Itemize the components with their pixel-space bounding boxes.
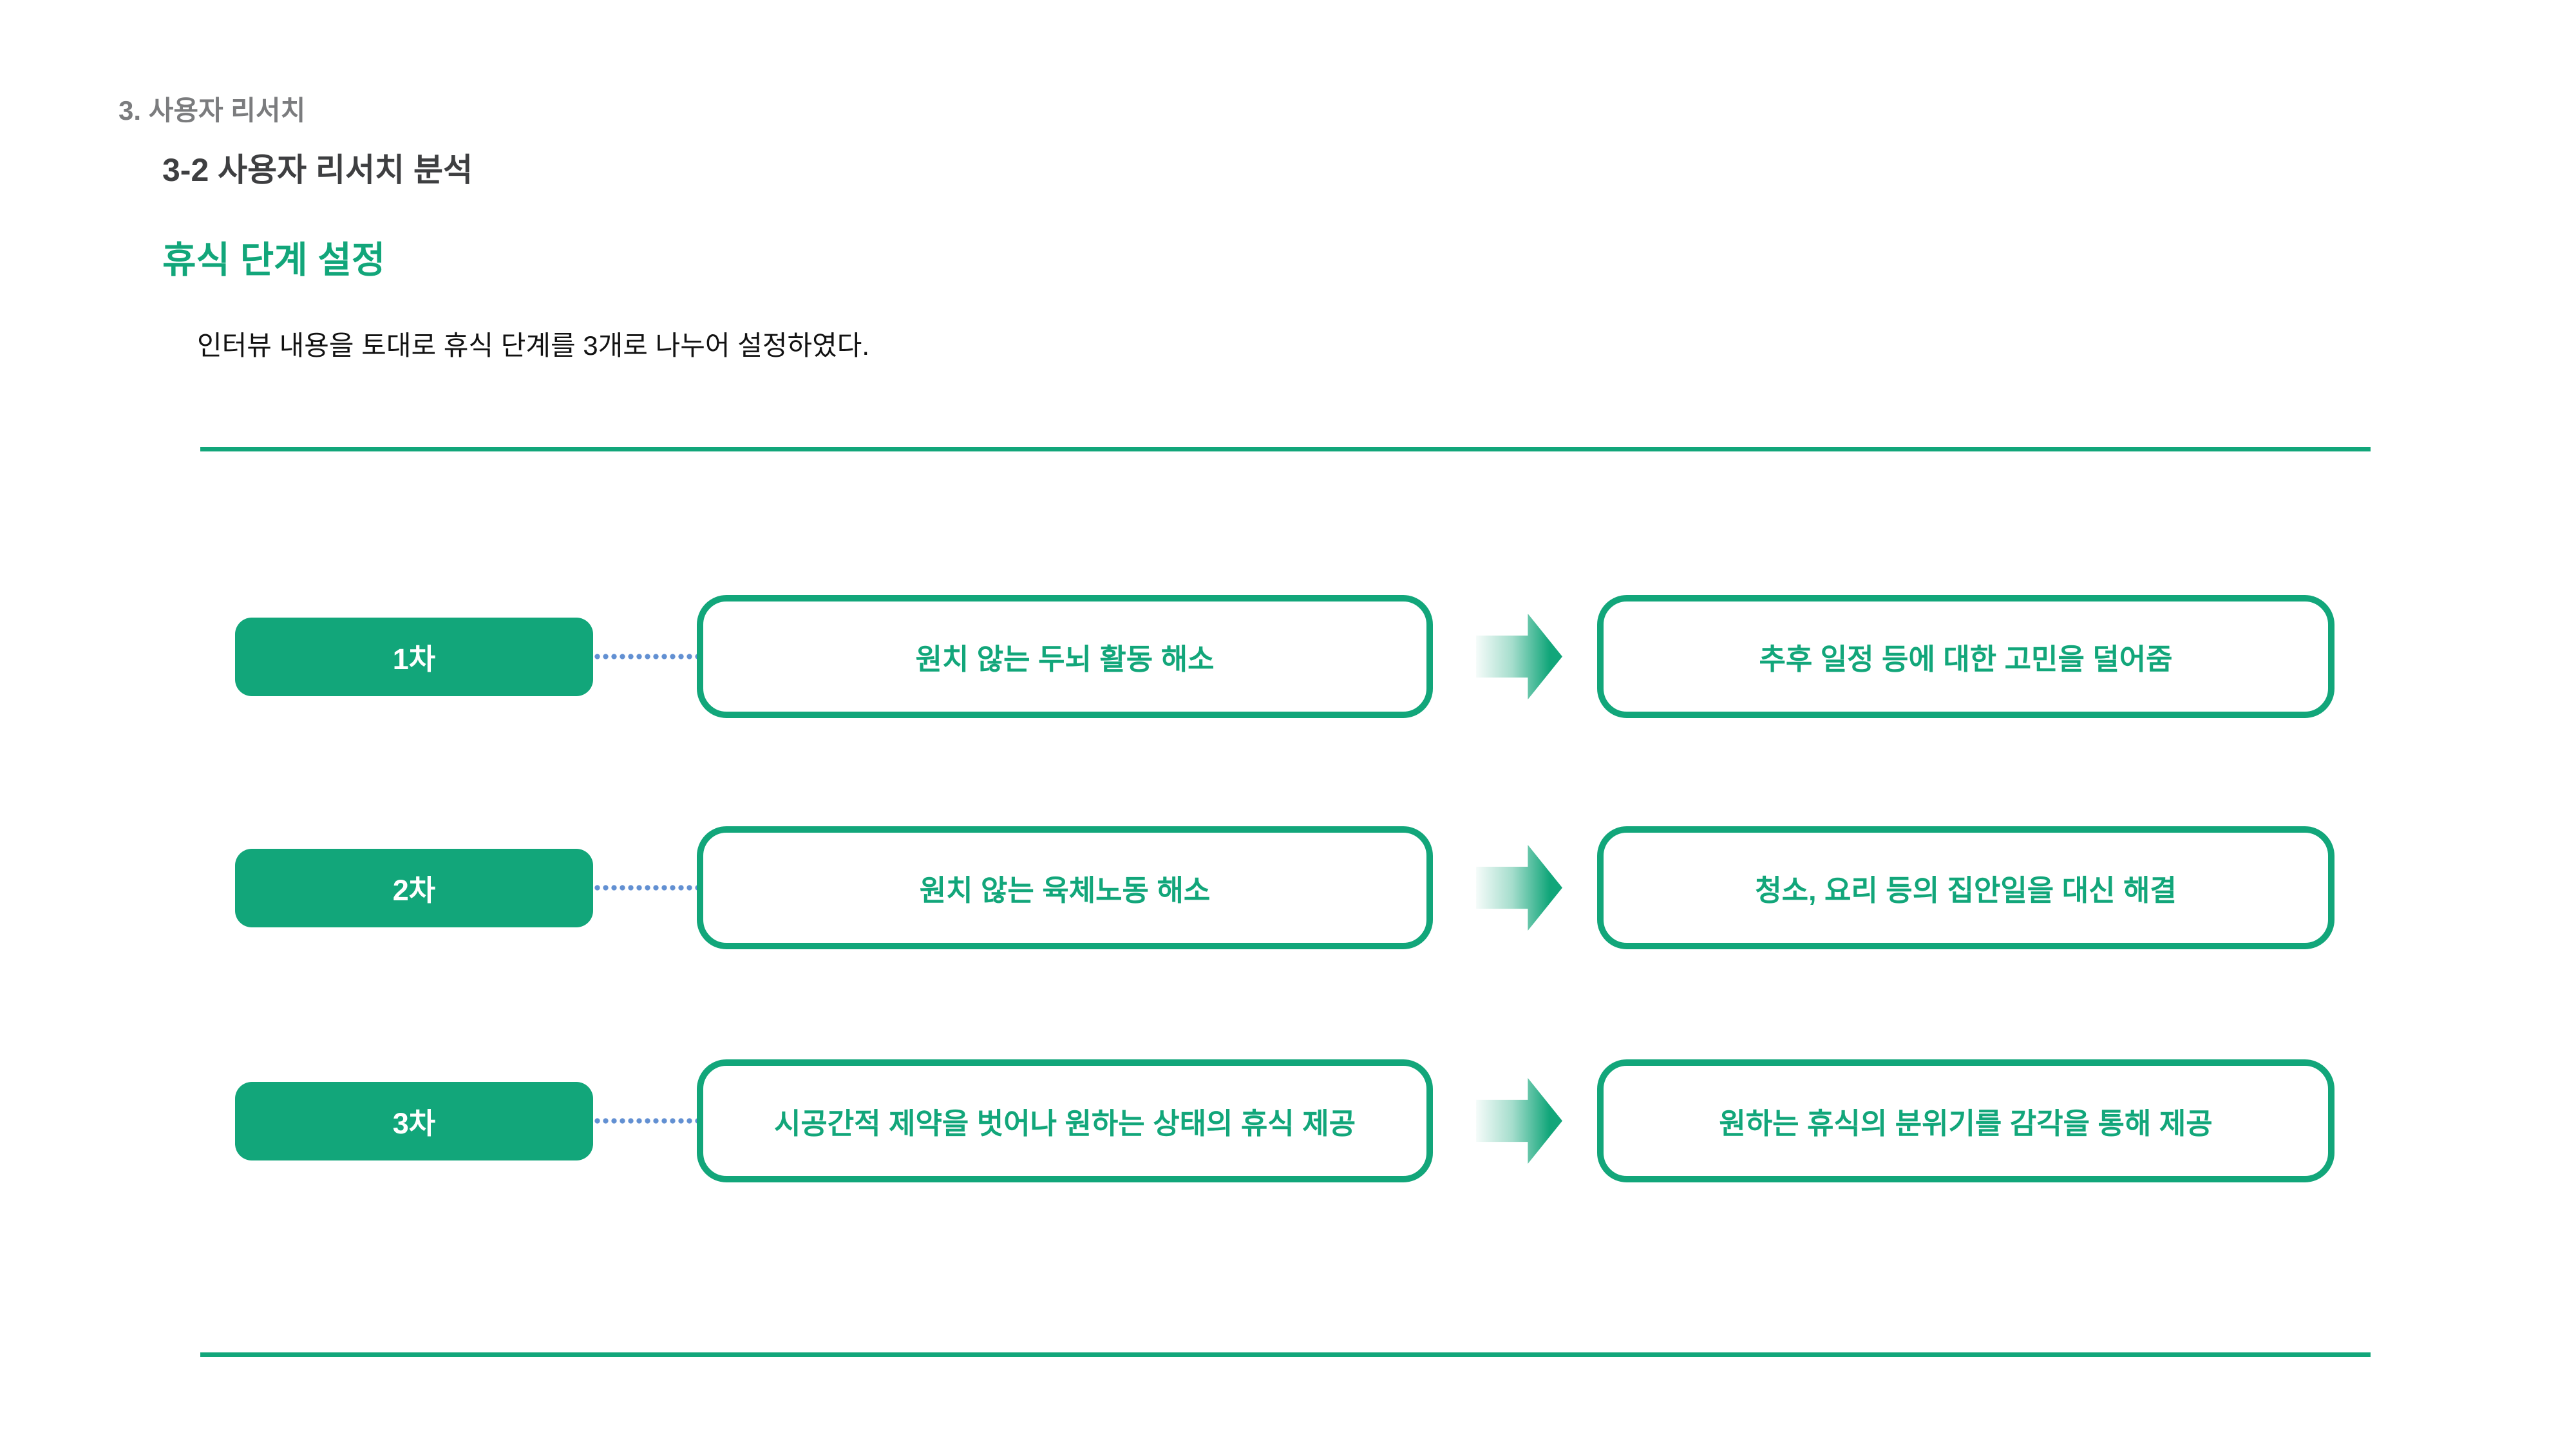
diagram-row-2: 2차 원치 않는 육체노동 해소 청소, 요리 등의 집안일을 대신 해결 xyxy=(235,826,2334,949)
need-label: 원치 않는 육체노동 해소 xyxy=(919,874,1211,907)
stage-label: 3차 xyxy=(392,1107,436,1140)
section-title: 휴식 단계 설정 xyxy=(162,240,386,281)
right-arrow-icon xyxy=(1476,844,1562,931)
section-description: 인터뷰 내용을 토대로 휴식 단계를 3개로 나누어 설정하였다. xyxy=(197,330,870,361)
diagram-row-1: 1차 원치 않는 두뇌 활동 해소 추후 일정 등에 대한 고민을 덜어줌 xyxy=(235,595,2334,718)
need-box-1: 원치 않는 두뇌 활동 해소 xyxy=(697,595,1433,718)
solution-label: 원하는 휴식의 분위기를 감각을 통해 제공 xyxy=(1719,1107,2213,1140)
top-divider xyxy=(200,447,2371,451)
solution-label: 추후 일정 등에 대한 고민을 덜어줌 xyxy=(1759,643,2173,676)
solution-box-2: 청소, 요리 등의 집안일을 대신 해결 xyxy=(1597,826,2334,949)
dotted-connector-icon xyxy=(593,654,697,659)
stage-badge-2: 2차 xyxy=(235,848,593,927)
solution-box-3: 원하는 휴식의 분위기를 감각을 통해 제공 xyxy=(1597,1059,2334,1182)
bottom-divider xyxy=(200,1352,2371,1357)
stage-label: 1차 xyxy=(392,643,436,676)
diagram-row-3: 3차 시공간적 제약을 벗어나 원하는 상태의 휴식 제공 원하는 휴식의 분위… xyxy=(235,1059,2334,1182)
stage-badge-3: 3차 xyxy=(235,1081,593,1160)
need-box-2: 원치 않는 육체노동 해소 xyxy=(697,826,1433,949)
solution-box-1: 추후 일정 등에 대한 고민을 덜어줌 xyxy=(1597,595,2334,718)
need-label: 원치 않는 두뇌 활동 해소 xyxy=(915,643,1215,676)
breadcrumb: 3. 사용자 리서치 xyxy=(118,95,306,126)
dotted-connector-icon xyxy=(593,1118,697,1124)
page-subtitle: 3-2 사용자 리서치 분석 xyxy=(162,152,473,188)
right-arrow-icon xyxy=(1476,613,1562,700)
solution-label: 청소, 요리 등의 집안일을 대신 해결 xyxy=(1755,874,2177,907)
dotted-connector-icon xyxy=(593,885,697,891)
stage-badge-1: 1차 xyxy=(235,617,593,696)
need-box-3: 시공간적 제약을 벗어나 원하는 상태의 휴식 제공 xyxy=(697,1059,1433,1182)
right-arrow-icon xyxy=(1476,1077,1562,1164)
stage-label: 2차 xyxy=(392,874,436,907)
need-label: 시공간적 제약을 벗어나 원하는 상태의 휴식 제공 xyxy=(773,1107,1356,1140)
